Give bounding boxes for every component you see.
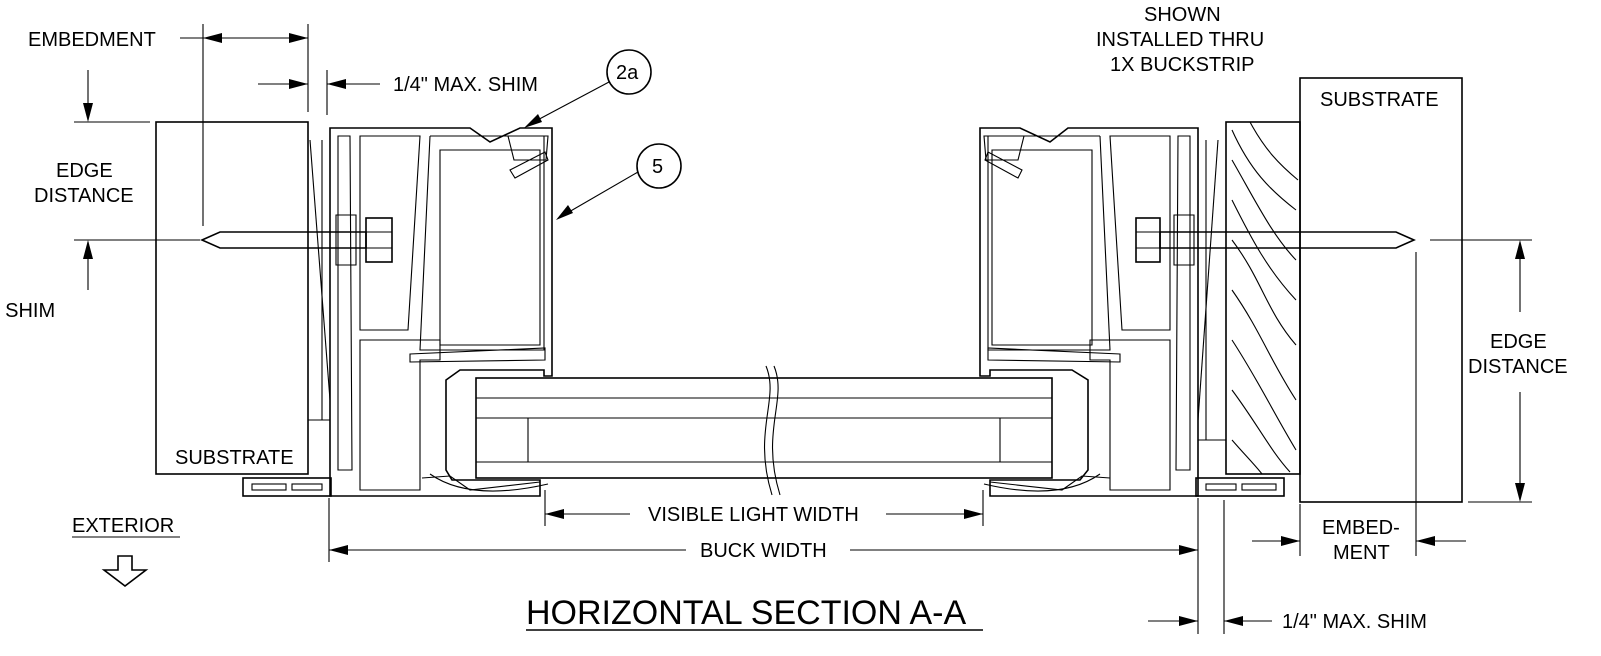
- right-frame: [979, 127, 1285, 497]
- shim-top-dimension: 1/4" MAX. SHIM: [258, 70, 538, 115]
- exterior-indicator: EXTERIOR: [72, 515, 180, 588]
- callout-5: 5: [556, 143, 682, 220]
- buck-width-dimension: BUCK WIDTH: [328, 498, 1199, 634]
- embedment-left-dimension: EMBEDMENT: [28, 24, 309, 226]
- exterior-label: EXTERIOR: [72, 515, 174, 537]
- edge-distance-right-dimension: EDGE DISTANCE: [1430, 239, 1568, 503]
- visible-light-width-label: VISIBLE LIGHT WIDTH: [648, 504, 859, 526]
- edge-distance-left-dimension: EDGE DISTANCE . SHIM: [0, 70, 200, 322]
- shim-bottom-dimension: 1/4" MAX. SHIM: [1148, 500, 1427, 634]
- buckstrip-note: SHOWN INSTALLED THRU 1X BUCKSTRIP: [1096, 4, 1264, 76]
- shim-bottom-label: 1/4" MAX. SHIM: [1282, 611, 1427, 633]
- shim-top-label: 1/4" MAX. SHIM: [393, 74, 538, 96]
- shown-label-3: 1X BUCKSTRIP: [1110, 54, 1254, 76]
- left-substrate: SUBSTRATE: [155, 121, 309, 475]
- embedment-right-dimension: EMBED- MENT: [1252, 252, 1466, 564]
- buck-width-label: BUCK WIDTH: [700, 540, 827, 562]
- right-buckstrip: [1225, 121, 1301, 475]
- embedment-left-label: EMBEDMENT: [28, 29, 156, 51]
- embedment-right-label-1: EMBED-: [1322, 517, 1400, 539]
- left-anchor: [200, 217, 393, 263]
- callout-2a-label: 2a: [616, 62, 639, 84]
- glass-unit: [429, 365, 1101, 496]
- right-substrate: SUBSTRATE: [1299, 77, 1463, 503]
- embedment-right-label-2: MENT: [1333, 542, 1390, 564]
- edge-distance-right-label-1: EDGE: [1490, 331, 1547, 353]
- substrate-right-label: SUBSTRATE: [1320, 89, 1439, 111]
- substrate-left-label: SUBSTRATE: [175, 447, 294, 469]
- shown-label-1: SHOWN: [1144, 4, 1221, 26]
- title-label: HORIZONTAL SECTION A-A: [526, 594, 966, 632]
- callout-5-label: 5: [652, 156, 663, 178]
- section-title: HORIZONTAL SECTION A-A: [526, 594, 983, 632]
- edge-distance-left-label-2: DISTANCE: [34, 185, 134, 207]
- edge-distance-right-label-2: DISTANCE: [1468, 356, 1568, 378]
- left-frame: [242, 127, 553, 497]
- right-anchor: [1135, 217, 1416, 263]
- visible-light-width-dimension: VISIBLE LIGHT WIDTH: [544, 490, 984, 526]
- shim-left-cut-label: . SHIM: [0, 300, 55, 322]
- edge-distance-left-label-1: EDGE: [56, 160, 113, 182]
- shown-label-2: INSTALLED THRU: [1096, 29, 1264, 51]
- callout-2a: 2a: [524, 49, 652, 128]
- arrow-down-icon: [101, 555, 149, 588]
